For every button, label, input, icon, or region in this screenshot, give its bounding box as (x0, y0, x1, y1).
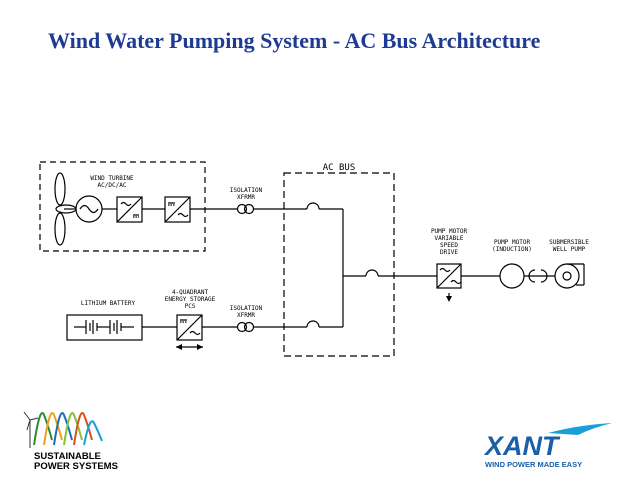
energy-storage-label-2: ENERGY STORAGE (165, 296, 216, 303)
lithium-battery-label: LITHIUM BATTERY (81, 300, 136, 307)
pump-motor-icon (499, 263, 525, 289)
vsd-label-4: DRIVE (440, 249, 458, 256)
isolation-top-label: ISOLATION (230, 187, 263, 194)
converter-dc-ac-icon (164, 196, 191, 223)
isolation-bottom-label: ISOLATION (230, 305, 263, 312)
xant-logo-tagline: WIND POWER MADE EASY (485, 460, 582, 469)
vsd-label-3: SPEED (440, 242, 458, 249)
xant-logo-name: XANT (483, 431, 561, 461)
energy-storage-pcs-icon (176, 314, 203, 348)
isolation-top-sublabel: XFRMR (237, 194, 255, 201)
isolation-transformer-top-icon (236, 203, 255, 215)
isolation-bottom-sublabel: XFRMR (237, 312, 255, 319)
submersible-well-pump-icon (554, 263, 585, 289)
wind-turbine-sublabel: AC/DC/AC (98, 182, 127, 189)
ac-bus-label: AC BUS (323, 163, 356, 173)
vsd-label-1: PUMP MOTOR (431, 228, 468, 235)
pump-motor-label-1: PUMP MOTOR (494, 239, 531, 246)
vsd-label-2: VARIABLE (435, 235, 464, 242)
wind-turbine-label: WIND TURBINE (90, 175, 134, 182)
converter-ac-dc-icon (116, 196, 143, 223)
isolation-transformer-bottom-icon (236, 321, 255, 333)
well-pump-label-1: SUBMERSIBLE (549, 239, 589, 246)
pump-motor-label-2: (INDUCTION) (492, 246, 532, 253)
ac-bus-enclosure (283, 172, 395, 357)
wind-turbine-blades-icon (54, 172, 77, 246)
small-turbine-icon (23, 411, 39, 448)
sustainable-logo-line2: POWER SYSTEMS (34, 461, 118, 472)
energy-storage-label-1: 4-QUADRANT (172, 289, 209, 296)
slide-title: Wind Water Pumping System - AC Bus Archi… (48, 28, 541, 53)
energy-storage-label-3: PCS (185, 303, 196, 310)
wind-turbine-enclosure (39, 161, 206, 252)
sustainable-logo-line1: SUSTAINABLE (34, 451, 101, 462)
variable-speed-drive-icon (436, 263, 462, 299)
xant-logo: XANT WIND POWER MADE EASY (483, 423, 612, 469)
sustainable-power-systems-logo: SUSTAINABLE POWER SYSTEMS (23, 411, 118, 472)
well-pump-label-2: WELL PUMP (553, 246, 586, 253)
